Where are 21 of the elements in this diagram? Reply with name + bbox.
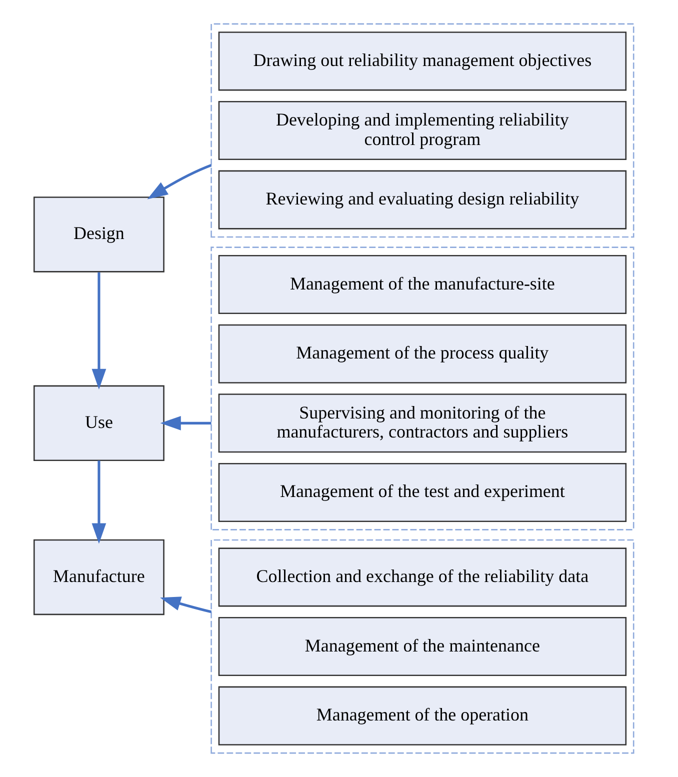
node-box: Developing and implementing reliability control program: [218, 100, 627, 160]
node-box: Collection and exchange of the reliability data: [218, 548, 627, 607]
node-box: Management of the process quality: [218, 324, 627, 384]
cluster: [210, 539, 634, 754]
arrow: [147, 164, 212, 200]
node-box: Supervising and monitoring of the manufacturers, contractors and suppliers: [218, 394, 627, 453]
node-box: Management of the test and experiment: [218, 462, 627, 522]
arrow: [92, 272, 106, 390]
arrow: [92, 460, 106, 544]
node-box: Use: [34, 385, 164, 462]
node-box: Manufacture: [34, 539, 164, 616]
arrow: [160, 596, 212, 614]
cluster: [210, 246, 634, 530]
node-box: Management of the maintenance: [218, 616, 627, 676]
node-box: Management of the operation: [218, 686, 627, 746]
node-box: Reviewing and evaluating design reliability: [218, 170, 627, 230]
cluster: [210, 23, 634, 238]
node-box: Design: [34, 196, 164, 272]
node-box: Management of the manufacture-site: [218, 255, 627, 314]
arrow: [160, 416, 212, 430]
node-box: Drawing out reliability management objectives: [218, 32, 627, 91]
